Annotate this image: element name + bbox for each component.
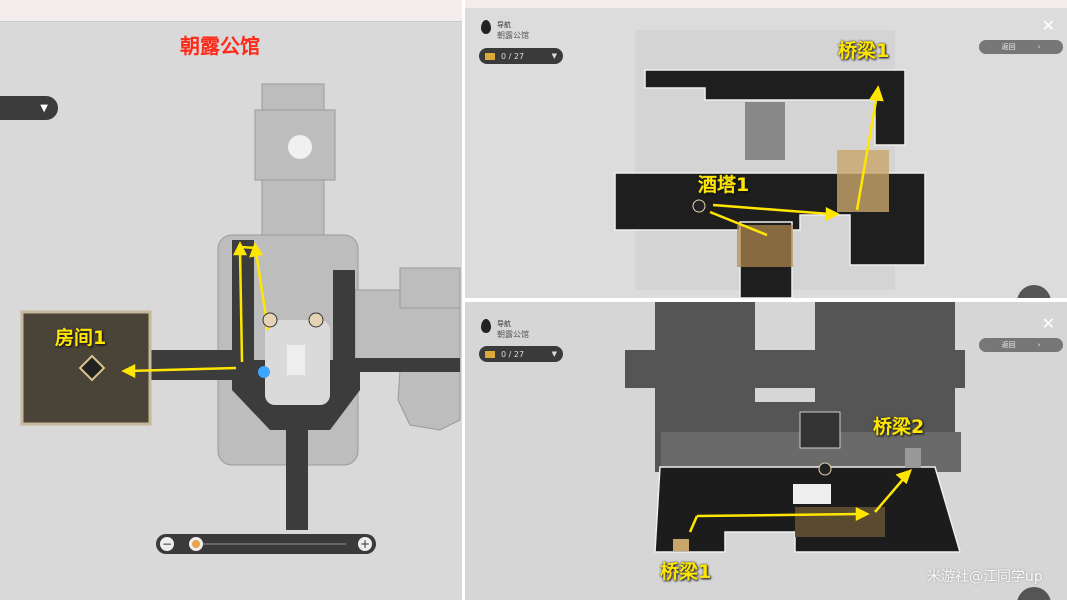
- chevron-right-icon: ›: [1037, 341, 1041, 349]
- annotation-wine-tower-1: 酒塔1: [698, 174, 750, 196]
- chevron-right-icon: ›: [1037, 43, 1041, 51]
- compass-icon[interactable]: [1017, 285, 1051, 298]
- floor-map[interactable]: [0, 0, 462, 600]
- chest-icon: [692, 199, 706, 213]
- route-arrows: [121, 241, 270, 379]
- floor-dropdown[interactable]: ▼: [0, 96, 58, 120]
- nav-header: 导航 朝露公馆: [481, 319, 529, 340]
- back-label: 返回: [1001, 341, 1016, 349]
- chest-icon: [262, 312, 278, 328]
- window-titlebar: [0, 0, 462, 22]
- back-button[interactable]: 返回 ›: [979, 338, 1063, 352]
- location-name: 朝露公馆: [497, 330, 529, 339]
- triangle-down-icon: ▼: [40, 102, 48, 114]
- chest-icon: [308, 312, 324, 328]
- back-button[interactable]: 返回 ›: [979, 40, 1063, 54]
- chest-counter-dropdown[interactable]: 0 / 27 ▼: [479, 48, 563, 64]
- divider: [462, 0, 465, 600]
- nav-label: 导航: [497, 320, 511, 328]
- zoom-in-button[interactable]: +: [358, 537, 372, 551]
- bottom-right-3d-map: 导航 朝露公馆 0 / 27 ▼ ✕ 返回 › 桥梁2 桥梁1: [465, 302, 1067, 600]
- location-name: 朝露公馆: [497, 31, 529, 40]
- 3d-floor-map[interactable]: [465, 0, 1067, 298]
- annotation-room-1: 房间1: [55, 327, 107, 349]
- annotation-bridge-1: 桥梁1: [838, 40, 890, 62]
- nav-label: 导航: [497, 21, 511, 29]
- location-pin-icon: [481, 20, 491, 34]
- triangle-down-icon: ▼: [551, 350, 557, 358]
- chest-count: 0 / 27: [501, 349, 525, 359]
- 3d-floor-map[interactable]: [465, 302, 1067, 600]
- zoom-slider[interactable]: − +: [156, 534, 376, 554]
- zoom-out-button[interactable]: −: [160, 537, 174, 551]
- chest-count: 0 / 27: [501, 51, 525, 61]
- chest-icon: [818, 462, 832, 476]
- chest-icon: [485, 52, 495, 60]
- location-pin-icon: [481, 319, 491, 333]
- close-icon[interactable]: ✕: [1041, 314, 1055, 333]
- compass-icon[interactable]: [1017, 587, 1051, 600]
- annotation-bridge-1: 桥梁1: [660, 561, 712, 583]
- left-map-panel: 朝露公馆 ▼ 房间1 − +: [0, 0, 462, 600]
- waypoint-icon: [78, 354, 106, 382]
- top-right-3d-map: 导航 朝露公馆 0 / 27 ▼ ✕ 返回 › 桥梁1 酒塔1: [465, 0, 1067, 298]
- back-label: 返回: [1001, 43, 1016, 51]
- watermark: 米游社@江同学up: [927, 569, 1043, 585]
- divider: [465, 298, 1067, 302]
- chest-icon: [485, 350, 495, 358]
- map-title: 朝露公馆: [180, 34, 260, 58]
- chest-counter-dropdown[interactable]: 0 / 27 ▼: [479, 346, 563, 362]
- nav-header: 导航 朝露公馆: [481, 20, 529, 41]
- zoom-knob[interactable]: [189, 537, 203, 551]
- zoom-track[interactable]: [196, 543, 346, 545]
- annotation-bridge-2: 桥梁2: [873, 416, 925, 438]
- player-marker: [258, 366, 270, 378]
- close-icon[interactable]: ✕: [1041, 16, 1055, 35]
- triangle-down-icon: ▼: [551, 52, 557, 60]
